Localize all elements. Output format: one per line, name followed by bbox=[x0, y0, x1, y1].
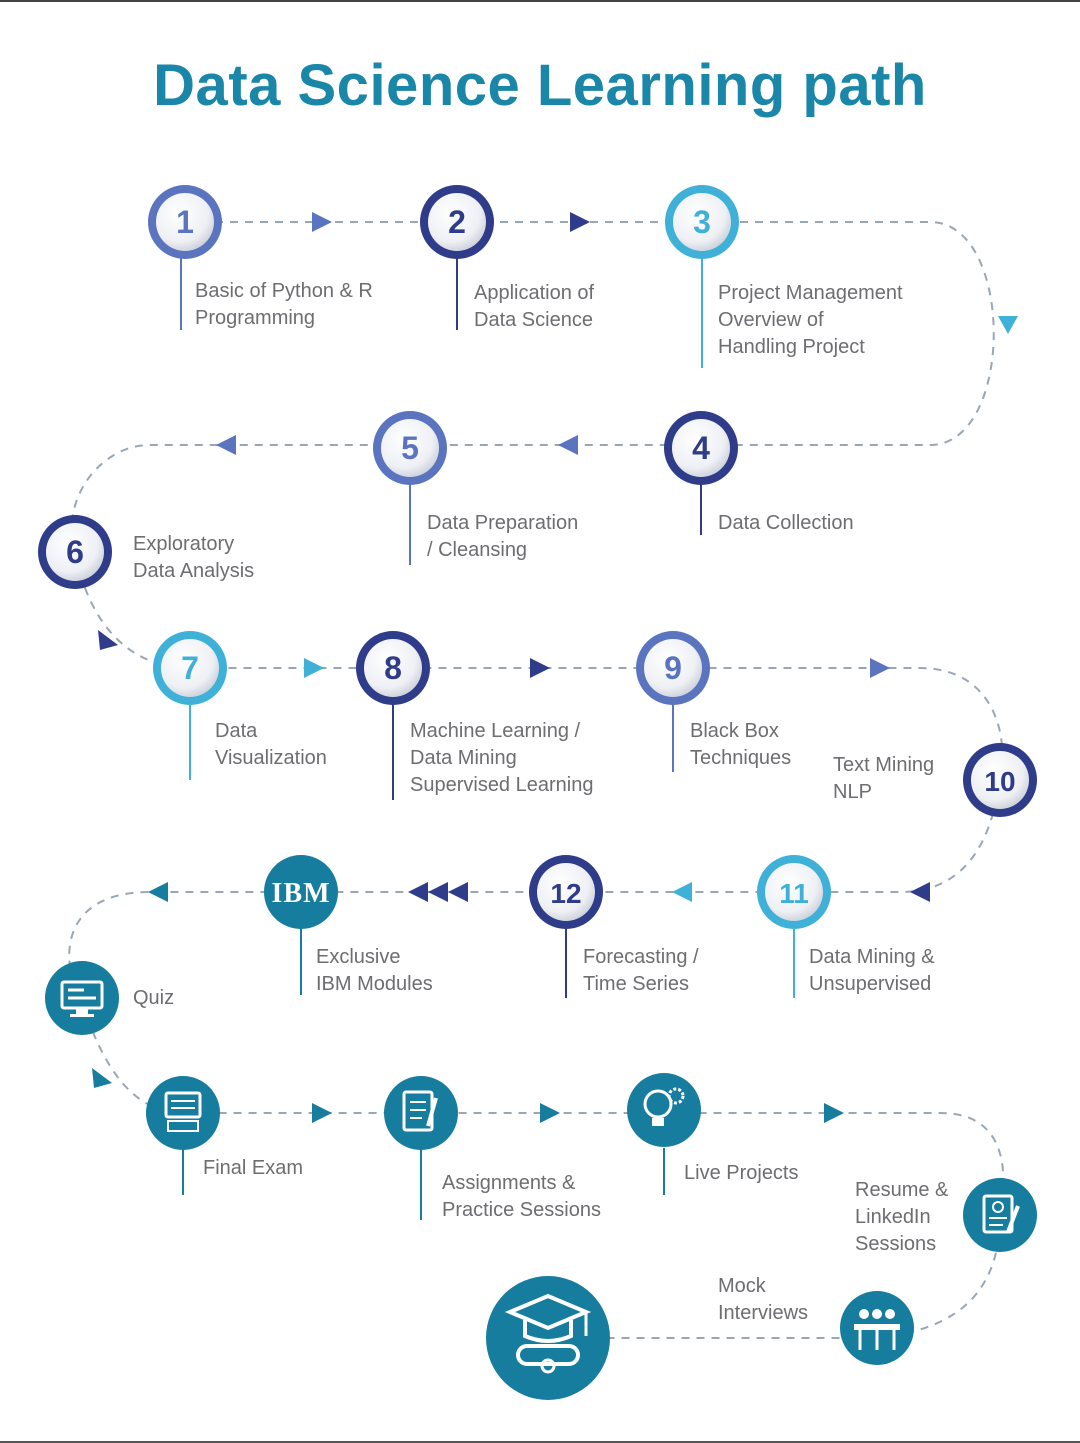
live-projects-label: Live Projects bbox=[684, 1162, 799, 1184]
step-number: 2 bbox=[448, 204, 466, 240]
step-number: 5 bbox=[401, 430, 419, 466]
arrow-down bbox=[998, 316, 1018, 334]
step-number: 8 bbox=[384, 650, 402, 686]
ibm-logo: IBM bbox=[272, 878, 331, 909]
step-6-label: Exploratory Data Analysis bbox=[133, 533, 255, 582]
step-ball bbox=[765, 863, 823, 921]
step-node-8: 8 bbox=[356, 631, 430, 705]
icon-nodes: IBM bbox=[45, 855, 1037, 1400]
page-title: Data Science Learning path bbox=[153, 53, 927, 118]
direction-arrows bbox=[92, 212, 1018, 1123]
step-ball bbox=[46, 523, 104, 581]
step-number: 11 bbox=[779, 878, 809, 909]
arrow-down-right bbox=[98, 630, 118, 650]
interview-panel-icon bbox=[840, 1291, 914, 1365]
step-number: 3 bbox=[693, 204, 711, 240]
resume-label: Resume & LinkedIn Sessions bbox=[855, 1179, 949, 1255]
step-node-10: 10 bbox=[963, 743, 1037, 817]
step-number: 12 bbox=[550, 878, 581, 909]
step-2-label: Application of Data Science bbox=[474, 282, 595, 331]
step-node-4: 4 bbox=[664, 411, 738, 485]
step-node-11: 11 bbox=[757, 855, 831, 929]
step-node-5: 5 bbox=[373, 411, 447, 485]
quiz-monitor-icon bbox=[45, 961, 119, 1035]
graduation-cap-diploma-icon bbox=[486, 1276, 610, 1400]
quiz-label: Quiz bbox=[133, 987, 175, 1009]
resume-document-icon bbox=[963, 1178, 1037, 1252]
step-9-label: Black Box Techniques bbox=[690, 720, 792, 769]
arrow-right bbox=[824, 1103, 844, 1123]
arrow-left bbox=[910, 882, 930, 902]
step-node-9: 9 bbox=[636, 631, 710, 705]
step-node-7: 7 bbox=[153, 631, 227, 705]
step-12-label: Forecasting / Time Series bbox=[583, 946, 699, 995]
arrow-right bbox=[540, 1103, 560, 1123]
step-5-label: Data Preparation / Cleansing bbox=[427, 512, 579, 561]
node-stems bbox=[180, 258, 795, 1220]
step-8-label: Machine Learning / Data Mining Supervise… bbox=[410, 720, 594, 796]
step-ball bbox=[364, 639, 422, 697]
arrow-left bbox=[216, 435, 236, 455]
step-node-12: 12 bbox=[529, 855, 603, 929]
step-number: 7 bbox=[181, 650, 199, 686]
step-node-2: 2 bbox=[420, 185, 494, 259]
arrow-right bbox=[312, 212, 332, 232]
step-3-label: Project Management Overview of Handling … bbox=[718, 282, 903, 358]
arrow-left bbox=[148, 882, 168, 902]
ibm-node: IBM bbox=[264, 855, 338, 929]
arrow-left bbox=[558, 435, 578, 455]
step-ball bbox=[644, 639, 702, 697]
step-ball bbox=[428, 193, 486, 251]
arrow-right bbox=[304, 658, 324, 678]
arrow-left bbox=[448, 882, 468, 902]
dashed-path bbox=[68, 221, 1005, 1339]
step-ball bbox=[672, 419, 730, 477]
arrow-left bbox=[408, 882, 428, 902]
assignment-document-icon bbox=[384, 1076, 458, 1150]
ibm-label: Exclusive IBM Modules bbox=[316, 946, 433, 995]
step-4-label: Data Collection bbox=[718, 512, 854, 534]
step-ball bbox=[161, 639, 219, 697]
step-ball bbox=[971, 751, 1029, 809]
step-number: 4 bbox=[692, 430, 710, 466]
arrow-right bbox=[570, 212, 590, 232]
step-number: 9 bbox=[664, 650, 682, 686]
arrow-right bbox=[530, 658, 550, 678]
step-number: 10 bbox=[984, 766, 1015, 797]
step-11-label: Data Mining & Unsupervised bbox=[809, 946, 935, 995]
exam-computer-icon bbox=[146, 1076, 220, 1150]
lightbulb-gear-icon bbox=[627, 1073, 701, 1147]
arrow-left bbox=[428, 882, 448, 902]
step-number: 6 bbox=[66, 534, 84, 570]
step-ball bbox=[673, 193, 731, 251]
arrow-down-right bbox=[92, 1068, 112, 1088]
step-ball bbox=[381, 419, 439, 477]
arrow-right bbox=[312, 1103, 332, 1123]
step-1-label: Basic of Python & R Programming bbox=[195, 280, 373, 329]
assignments-label: Assignments & Practice Sessions bbox=[442, 1172, 601, 1221]
step-7-label: Data Visualization bbox=[215, 720, 327, 769]
final-exam-label: Final Exam bbox=[203, 1157, 304, 1179]
mock-interviews-label: Mock Interviews bbox=[718, 1275, 809, 1324]
arrow-right bbox=[870, 658, 890, 678]
step-node-1: 1 bbox=[148, 185, 222, 259]
step-ball bbox=[156, 193, 214, 251]
arrow-left bbox=[672, 882, 692, 902]
step-number: 1 bbox=[176, 204, 194, 240]
step-ball bbox=[537, 863, 595, 921]
step-node-3: 3 bbox=[665, 185, 739, 259]
step-node-6: 6 bbox=[38, 515, 112, 589]
step-10-label: Text Mining NLP bbox=[833, 754, 935, 803]
